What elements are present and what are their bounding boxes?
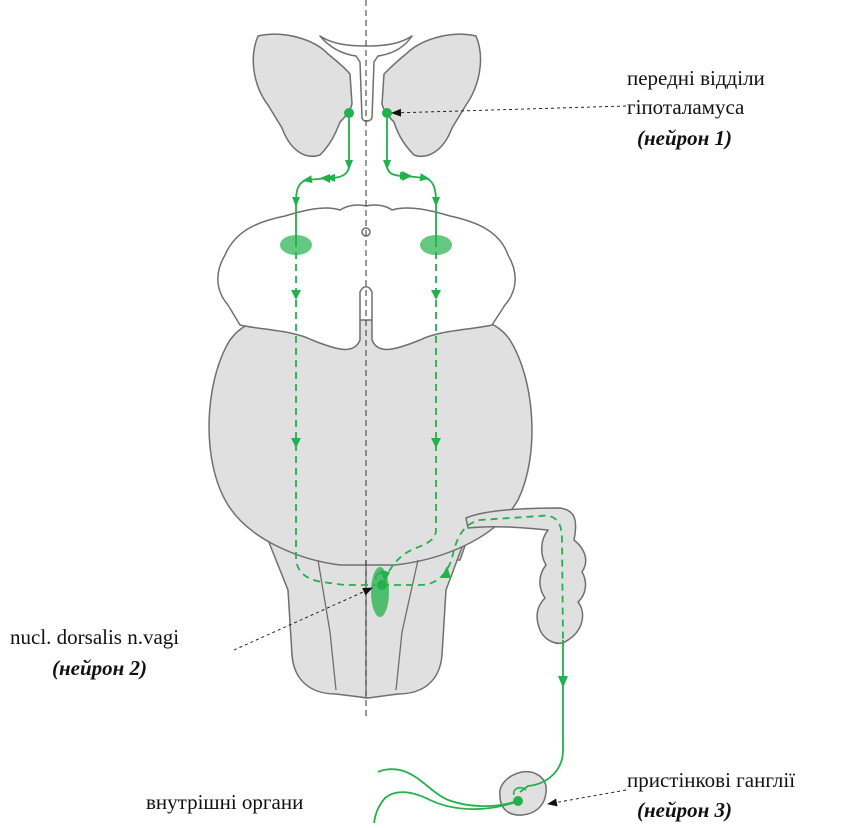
neuron1-left-dot bbox=[344, 108, 354, 118]
leader-ganglia bbox=[548, 790, 626, 804]
organs-label: внутрішні органи bbox=[146, 790, 303, 814]
hypothalamus-label-line1: передні відділи bbox=[627, 66, 765, 90]
parietal-ganglion bbox=[500, 772, 546, 815]
neuron1-right-dot bbox=[382, 108, 392, 118]
nucleus-right-oval bbox=[420, 235, 452, 255]
hypothalamus-label-line2: гіпоталамуса bbox=[627, 95, 744, 119]
tract-postganglionic bbox=[520, 640, 563, 792]
neuron3-label: (нейрон 3) bbox=[637, 798, 732, 822]
arrow-down-post bbox=[558, 676, 568, 688]
ganglia-label: пристінкові ганглії bbox=[627, 768, 795, 792]
neuron3-dot bbox=[513, 796, 523, 806]
organ-branch-2 bbox=[374, 792, 518, 823]
nucleus-left-oval bbox=[280, 235, 312, 255]
pons bbox=[209, 318, 532, 565]
neuron2-dot bbox=[377, 580, 387, 590]
organ-branch-1 bbox=[378, 769, 518, 806]
arrow-left-top bbox=[320, 174, 330, 183]
neuron2-label: (нейрон 2) bbox=[52, 656, 147, 680]
brainstem bbox=[209, 34, 532, 698]
hypothalamus-right bbox=[382, 34, 481, 156]
arrow-right-top bbox=[402, 171, 412, 181]
hypothalamus-left bbox=[253, 34, 352, 156]
neuron1-label: (нейрон 1) bbox=[637, 126, 732, 150]
nucleus-label: nucl. dorsalis n.vagi bbox=[10, 625, 179, 649]
